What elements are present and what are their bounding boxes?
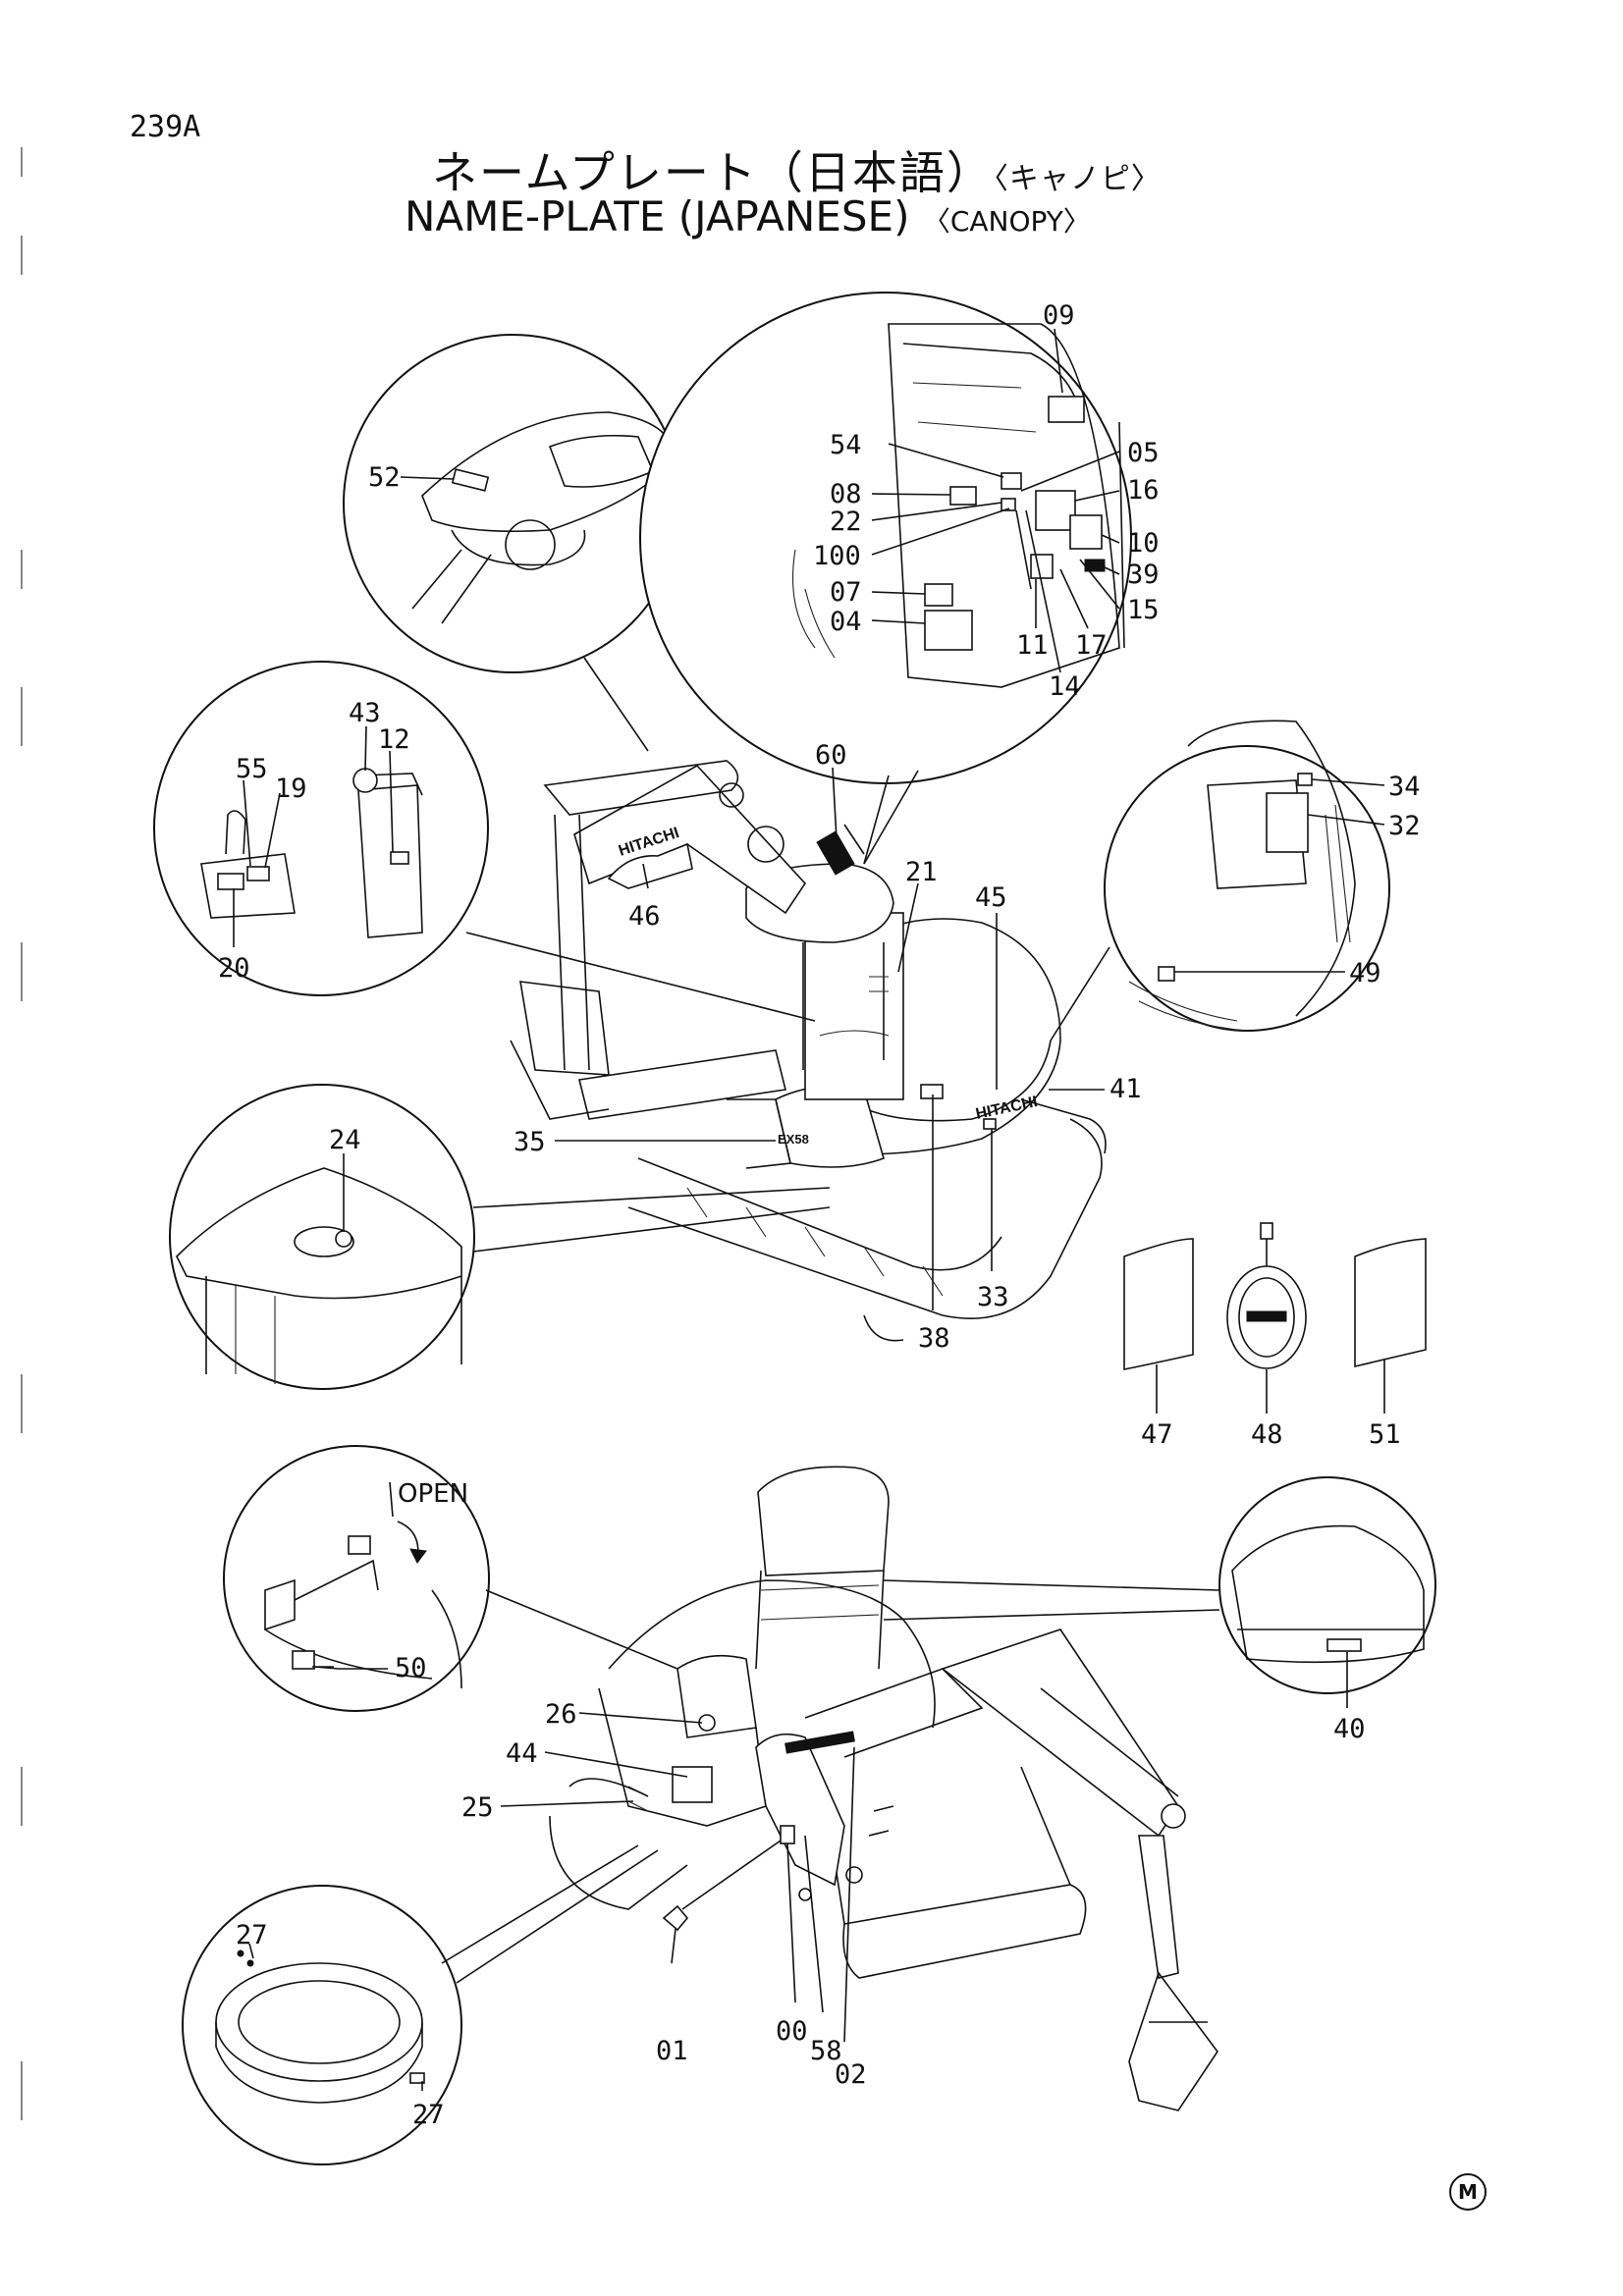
callout-60: 60	[815, 740, 847, 771]
title-japanese-sub: 〈キャノピ〉	[993, 162, 1162, 196]
title-english-sub: 〈CANOPY〉	[922, 205, 1091, 238]
callout-58: 58	[810, 2036, 842, 2066]
detail-circle-controls: 43 12 55 19 20	[153, 661, 816, 1022]
manufacturer-mark: M	[1449, 2173, 1487, 2211]
callout-51: 51	[1369, 1419, 1401, 1450]
callout-21: 21	[905, 857, 938, 887]
callout-44: 44	[506, 1738, 538, 1769]
callout-47: 47	[1141, 1419, 1173, 1450]
callout-39: 39	[1127, 560, 1160, 590]
excavator-upper-view: HITACHI HITACHI EX58	[510, 760, 1107, 1342]
callout-09: 09	[1043, 300, 1075, 331]
callout-24: 24	[329, 1125, 361, 1155]
detail-circle-label-panel: 09 54 05 16 08 22 100 10 39 15 07 04 11 …	[639, 292, 1160, 865]
callout-46: 46	[628, 901, 661, 932]
excavator-lower-view	[549, 1466, 1218, 2111]
callout-50: 50	[395, 1653, 427, 1683]
callout-17: 17	[1075, 630, 1108, 661]
callout-35: 35	[514, 1127, 546, 1157]
callout-52: 52	[368, 462, 401, 493]
callout-32: 32	[1388, 811, 1421, 841]
callout-04: 04	[830, 607, 862, 637]
callout-27-top: 27	[236, 1920, 268, 1950]
title-english-main: NAME-PLATE (JAPANESE)	[405, 192, 910, 240]
callout-00: 00	[776, 2016, 808, 2047]
callout-07: 07	[830, 577, 862, 608]
callout-41: 41	[1109, 1074, 1142, 1104]
callout-43: 43	[349, 698, 381, 728]
detail-circle-open-latch: OPEN 50	[223, 1445, 678, 1712]
callout-01: 01	[656, 2036, 688, 2066]
detail-circle-right: 34 32 49	[1050, 720, 1421, 1041]
callout-26: 26	[545, 1699, 577, 1730]
callout-40: 40	[1333, 1714, 1366, 1744]
title-japanese-main: ネームプレート（日本語）	[432, 146, 994, 199]
callout-10: 10	[1127, 528, 1160, 559]
detail-circle-fuel-cap: 24	[169, 1084, 831, 1390]
model-decal: EX58	[778, 1132, 809, 1147]
callout-19: 19	[275, 774, 307, 804]
callout-02: 02	[835, 2059, 867, 2090]
callout-34: 34	[1388, 772, 1421, 802]
loose-parts: 47 48 51	[1123, 1222, 1427, 1450]
callout-25: 25	[461, 1792, 494, 1823]
callout-45: 45	[975, 882, 1007, 913]
title-japanese: ネームプレート（日本語）〈キャノピ〉	[432, 137, 1162, 202]
lower-callouts: 26 44 25 01 00 58 02	[461, 1699, 867, 2090]
callout-11: 11	[1016, 630, 1049, 661]
detail-circle-hood-label: 40	[883, 1476, 1436, 1744]
callout-08: 08	[830, 479, 862, 509]
callout-48: 48	[1251, 1419, 1283, 1450]
callout-55: 55	[236, 754, 268, 784]
callout-27-bottom: 27	[412, 2100, 445, 2130]
open-label: OPEN	[398, 1479, 468, 1509]
callout-22: 22	[830, 507, 862, 537]
callout-14: 14	[1049, 671, 1081, 702]
bolt-01	[662, 1904, 689, 1964]
upper-callouts: 46 60 21 45 41 35 38 33	[514, 740, 1142, 1354]
title-english: NAME-PLATE (JAPANESE) 〈CANOPY〉	[405, 192, 1091, 240]
callout-100: 100	[813, 541, 861, 571]
callout-33: 33	[977, 1282, 1009, 1312]
page-code: 239A	[130, 110, 201, 144]
callout-15: 15	[1127, 595, 1160, 625]
callout-20: 20	[218, 953, 250, 984]
callout-49: 49	[1349, 958, 1381, 988]
callout-54: 54	[830, 430, 862, 460]
callout-05: 05	[1127, 438, 1160, 468]
callout-12: 12	[378, 724, 410, 755]
detail-circle-ring: 27 27	[182, 1844, 659, 2165]
callout-38: 38	[918, 1323, 950, 1354]
callout-16: 16	[1127, 475, 1160, 506]
